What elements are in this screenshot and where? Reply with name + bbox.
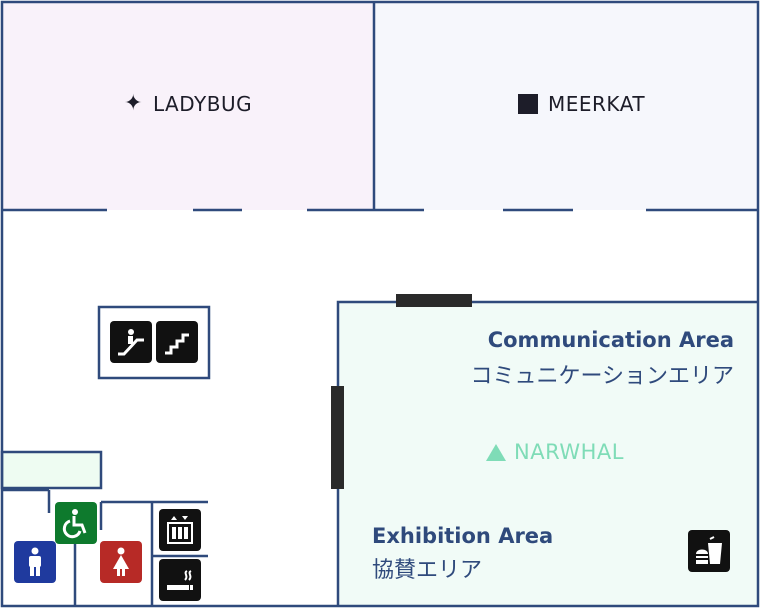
communication-area-jp: コミュニケーションエリア xyxy=(470,364,734,389)
narwhal-label[interactable]: NARWHAL xyxy=(486,440,624,464)
accessible-restroom-icon[interactable] xyxy=(55,502,97,544)
mens-restroom-icon[interactable] xyxy=(14,541,56,583)
womens-restroom-icon[interactable] xyxy=(100,541,142,583)
narwhal-name: NARWHAL xyxy=(514,440,624,464)
filled-square-icon xyxy=(518,94,538,114)
meerkat-room[interactable] xyxy=(374,2,758,210)
escalator-icon[interactable] xyxy=(110,321,152,363)
meerkat-label: MEERKAT xyxy=(518,92,645,116)
counter-area xyxy=(2,452,101,488)
ladybug-room[interactable] xyxy=(2,2,374,210)
communication-area-en: Communication Area xyxy=(487,328,734,352)
exhibition-area-jp: 協賛エリア xyxy=(372,558,483,583)
meerkat-name: MEERKAT xyxy=(548,92,646,116)
elevator-icon[interactable] xyxy=(159,509,201,551)
ladybug-label: ✦ LADYBUG xyxy=(124,92,252,116)
triangle-icon xyxy=(486,443,506,461)
ladybug-name: LADYBUG xyxy=(152,92,253,116)
stairs-icon[interactable] xyxy=(156,321,198,363)
four-point-star-icon: ✦ xyxy=(124,91,143,116)
communication-area-label: Communication Area コミュニケーションエリア xyxy=(470,328,734,390)
exhibition-area-en: Exhibition Area xyxy=(372,524,554,548)
food-and-drink-icon[interactable] xyxy=(688,530,730,572)
exhibition-area-label: Exhibition Area 協賛エリア xyxy=(372,524,553,584)
exhibition-door-left xyxy=(331,386,344,489)
exhibition-door-top xyxy=(396,294,472,307)
smoking-area-icon[interactable] xyxy=(159,559,201,601)
